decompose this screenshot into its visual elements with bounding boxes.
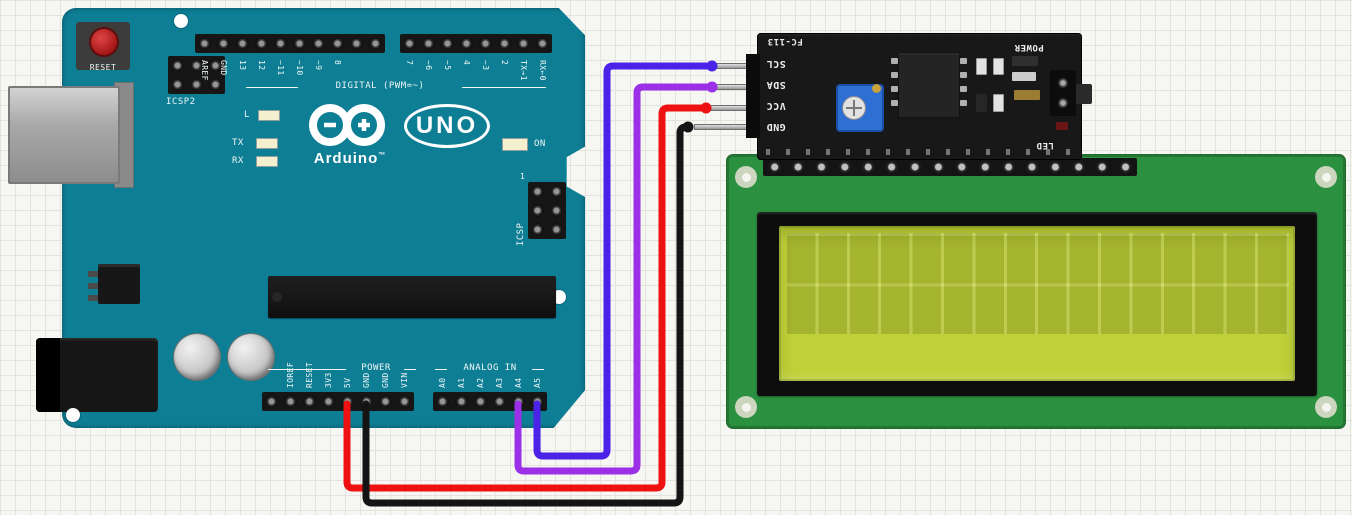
lcd-screen xyxy=(779,226,1295,381)
chip-lead xyxy=(960,58,967,64)
chip-lead xyxy=(960,72,967,78)
jumper-header xyxy=(1050,70,1076,116)
jumper-pin xyxy=(1058,98,1068,108)
smd-component xyxy=(1012,72,1036,81)
led-rx-label: RX xyxy=(232,156,244,166)
silkscreen-line xyxy=(246,87,298,88)
i2c-pin-sda-label: SDA xyxy=(766,79,786,90)
mounting-hole xyxy=(66,408,80,422)
i2c-power-label: POWER xyxy=(1014,42,1044,52)
digital-section-label: DIGITAL (PWM=~) xyxy=(335,81,425,91)
led-rx xyxy=(256,156,278,167)
jumper-cap xyxy=(1076,84,1092,104)
chip-lead xyxy=(960,100,967,106)
chip-lead xyxy=(891,58,898,64)
lcd-mounting-hole xyxy=(1315,396,1337,418)
silkscreen-line xyxy=(268,369,346,370)
smd-component xyxy=(993,94,1004,112)
regulator-leg xyxy=(88,283,98,289)
usb-port xyxy=(8,86,120,184)
led-tx-label: TX xyxy=(232,138,244,148)
chip-lead xyxy=(891,86,898,92)
solder-dot xyxy=(872,84,881,93)
reset-button xyxy=(89,27,119,57)
regulator-leg xyxy=(88,295,98,301)
lcd-character-grid xyxy=(787,233,1289,334)
chip-notch xyxy=(272,292,282,302)
chip-lead xyxy=(891,72,898,78)
digital-header-right xyxy=(400,34,552,53)
chip-lead xyxy=(891,100,898,106)
lcd-mounting-hole xyxy=(1315,166,1337,188)
i2c-pin-vcc-label: VCC xyxy=(766,100,786,111)
led-tx xyxy=(256,138,278,149)
silkscreen-line xyxy=(462,87,546,88)
power-jack-opening xyxy=(36,338,60,412)
smd-component xyxy=(993,58,1004,75)
smd-component xyxy=(1014,90,1040,100)
chip-lead xyxy=(960,86,967,92)
lcd-mounting-hole xyxy=(735,166,757,188)
smd-component xyxy=(976,94,987,112)
smd-led xyxy=(1056,122,1068,130)
potentiometer-slot xyxy=(853,100,855,116)
led-l xyxy=(258,110,280,121)
icsp2-label: ICSP2 xyxy=(166,97,196,107)
i2c-header-base xyxy=(746,54,760,138)
voltage-regulator xyxy=(98,264,140,304)
digital-header-left xyxy=(195,34,385,53)
i2c-expander-chip xyxy=(898,52,960,118)
smd-component xyxy=(976,58,987,75)
i2c-pin-scl-label: SCL xyxy=(766,58,786,69)
jumper-pin xyxy=(1058,78,1068,88)
capacitor xyxy=(228,334,274,380)
solder-pad-row xyxy=(766,149,1078,155)
regulator-leg xyxy=(88,271,98,277)
mounting-hole xyxy=(174,14,188,28)
reset-label: RESET xyxy=(89,63,117,72)
i2c-pin-gnd-label: GND xyxy=(766,121,786,132)
i2c-model-label: FC-113 xyxy=(767,36,803,46)
lcd-pin-row xyxy=(763,158,1137,176)
icsp2-header xyxy=(168,56,225,94)
led-l-label: L xyxy=(244,110,250,120)
capacitor xyxy=(174,334,220,380)
smd-component xyxy=(1012,56,1038,66)
lcd-mounting-hole xyxy=(735,396,757,418)
